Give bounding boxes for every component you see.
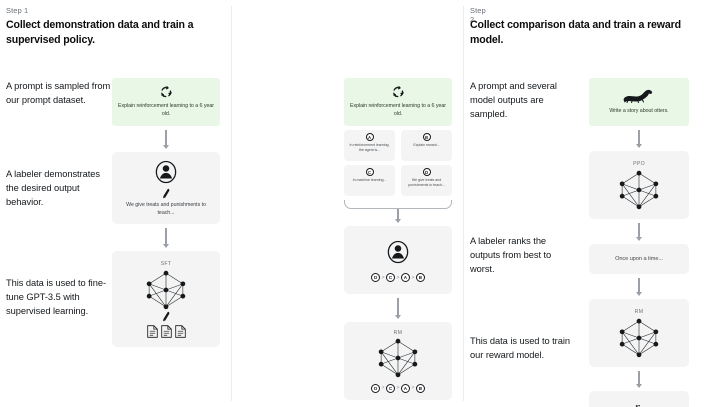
step-2-rm-card[interactable]: RM (344, 322, 452, 400)
step-1-arrow-2 (162, 228, 170, 248)
recycle-icon (391, 85, 405, 99)
step-2-prompt-text: Explain reinforcement learning to a 6 ye… (350, 103, 446, 117)
step-1-sft-card[interactable]: SFT (112, 251, 220, 347)
pencil-icon (162, 311, 171, 322)
column-divider-1 (231, 6, 232, 401)
step-2-sample-a-badge: A (365, 133, 374, 141)
step-2-ranking: D > C > A > B (371, 273, 425, 282)
step-2-sample-a-text: In reinforcement learning, the agent is.… (349, 143, 390, 153)
step-1-arrow-1 (162, 130, 170, 149)
step-1-narrative-1: A prompt is sampled from our prompt data… (6, 81, 111, 105)
step-3-prompt-card[interactable]: Write a story about otters. (589, 78, 689, 126)
step-3-rm-title: RM (634, 308, 644, 315)
rm-rank-badge-1: D (371, 383, 381, 393)
person-icon (152, 158, 180, 186)
step-3-prompt-text: Write a story about otters. (609, 107, 669, 114)
step-1-sft-title: SFT (160, 260, 172, 267)
rank-separator: > (411, 385, 415, 391)
step-3-arrow-2 (635, 223, 643, 241)
rank-badge-3: A (400, 273, 410, 282)
step-2-sample-d-badge: D (422, 168, 431, 176)
step-2-sample-a[interactable]: A In reinforcement learning, the agent i… (344, 130, 395, 161)
rank-separator: > (396, 274, 400, 281)
step-2-label: Step 2 (470, 6, 486, 24)
reward-symbol: rk (634, 399, 640, 407)
step-2-arrow-2 (394, 298, 402, 319)
step-2-sample-d[interactable]: D We give treats and punishments to teac… (401, 165, 452, 196)
step-2-brace (344, 200, 452, 209)
step-3-arrow-3 (635, 278, 643, 296)
document-icon (174, 324, 186, 338)
step-2-rm-ranking: D > C > A > B (371, 383, 425, 393)
step-3-ppo-card[interactable]: PPO (589, 151, 689, 219)
otter-icon (622, 89, 656, 103)
neural-net-icon (143, 270, 189, 310)
document-icon (146, 324, 158, 338)
step-1-labeler-card[interactable]: We give treats and punishments to teach.… (112, 152, 220, 224)
step-2-rm-title: RM (393, 329, 403, 336)
step-3-arrow-4 (635, 371, 643, 388)
rank-badge-2: C (386, 273, 396, 282)
step-2-sample-c-badge: C (365, 168, 374, 176)
step-1-documents (146, 324, 186, 338)
step-3-reward-card[interactable]: rk (589, 391, 689, 407)
rank-separator: > (396, 385, 400, 391)
step-1-labeler-text: We give treats and punishments to teach.… (126, 202, 206, 216)
step-3-output-card[interactable]: Once upon a time... (589, 244, 689, 274)
step-2-column: Step 2 Collect comparison data and train… (232, 0, 681, 407)
pencil-icon (162, 188, 171, 199)
step-2-ranker-card[interactable]: D > C > A > B (344, 226, 452, 294)
recycle-icon (159, 85, 173, 99)
step-2-sample-c-text: In machine learning... (352, 178, 387, 182)
step-3-output-text: Once upon a time... (615, 256, 663, 262)
step-2-title: Collect comparison data and train a rewa… (470, 19, 681, 47)
step-2-narrative-3: This data is used to train our reward mo… (470, 336, 570, 360)
rank-separator: > (381, 274, 385, 281)
neural-net-icon (616, 318, 662, 358)
rank-badge-4: B (415, 273, 425, 282)
document-icon (160, 324, 172, 338)
rank-separator: > (381, 385, 385, 391)
step-2-narrative-2: A labeler ranks the outputs from best to… (470, 236, 552, 274)
step-2-sample-b-text: Explain reward... (413, 143, 440, 147)
neural-net-icon (616, 170, 662, 210)
step-1-title: Collect demonstration data and train a s… (6, 19, 194, 47)
step-2-narrative-1: A prompt and several model outputs are s… (470, 81, 557, 119)
step-2-sample-b[interactable]: B Explain reward... (401, 130, 452, 161)
step-2-sample-b-badge: B (422, 133, 431, 141)
step-1-prompt-card[interactable]: Explain reinforcement learning to a 6 ye… (112, 78, 220, 126)
step-2-sample-d-text: We give treats and punishments to teach.… (408, 178, 445, 188)
step-3-ppo-title: PPO (633, 160, 645, 167)
rank-badge-1: D (371, 273, 381, 282)
step-2-sample-c[interactable]: C In machine learning... (344, 165, 395, 196)
step-3-rm-card[interactable]: RM (589, 299, 689, 367)
rank-separator: > (411, 274, 415, 281)
rm-rank-badge-4: B (415, 383, 425, 393)
step-1-label: Step 1 (6, 6, 29, 15)
rm-rank-badge-2: C (386, 383, 396, 393)
step-1-prompt-text: Explain reinforcement learning to a 6 ye… (118, 103, 214, 117)
person-icon (384, 238, 412, 266)
step-2-prompt-card[interactable]: Explain reinforcement learning to a 6 ye… (344, 78, 452, 126)
step-3-arrow-1 (635, 130, 643, 148)
neural-net-icon (375, 338, 421, 378)
step-3-column: Step 3 Optimize a policy against the rew… (464, 0, 720, 407)
step-1-narrative-3: This data is used to fine-tune GPT-3.5 w… (6, 278, 106, 316)
step-1-narrative-2: A labeler demonstrates the desired outpu… (6, 169, 100, 207)
step-2-arrow-1 (394, 209, 402, 223)
step-1-column: Step 1 Collect demonstration data and tr… (0, 0, 232, 407)
rm-rank-badge-3: A (400, 383, 410, 393)
column-divider-2 (463, 6, 464, 401)
